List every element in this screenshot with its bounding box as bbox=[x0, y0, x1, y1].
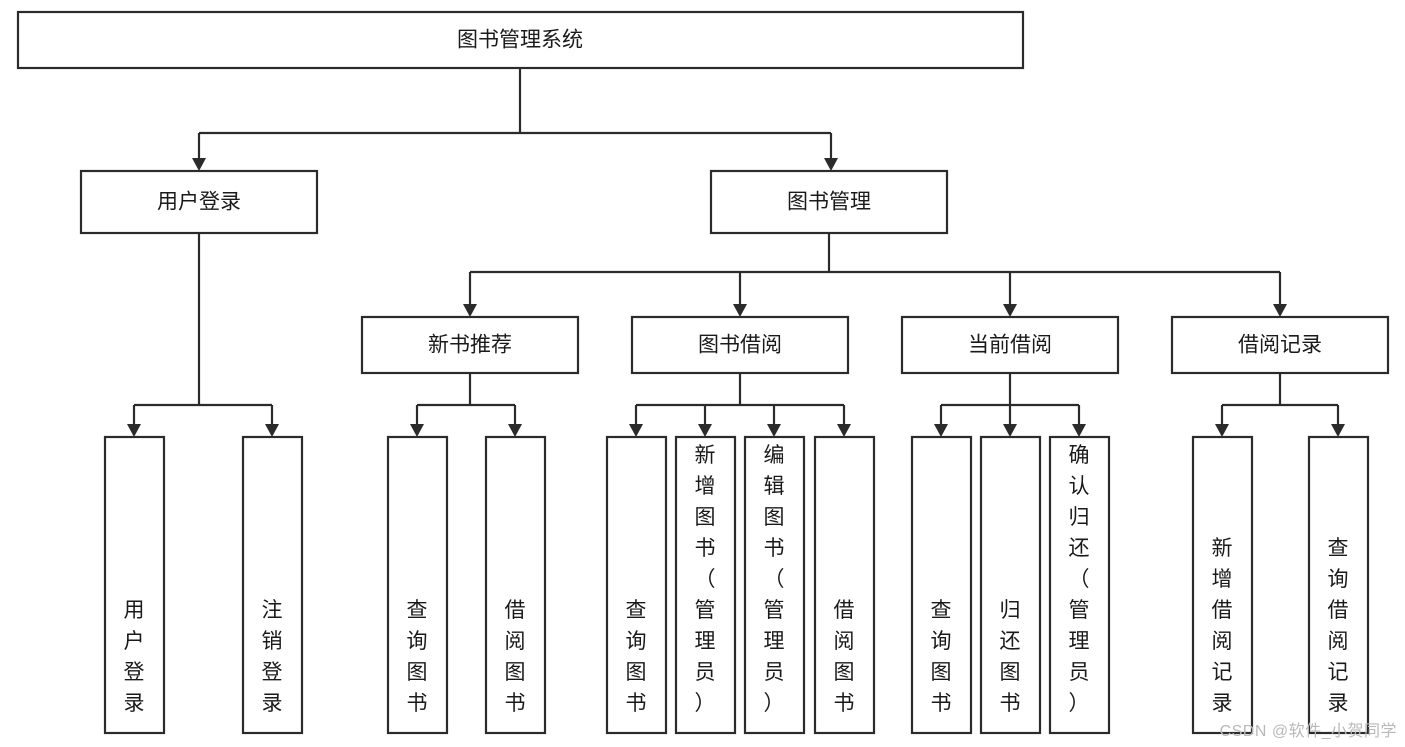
node-leaf-borrow-book-1-label: 借阅图书 bbox=[505, 599, 526, 715]
node-leaf-user-login[interactable]: 用户登录 bbox=[103, 435, 166, 735]
connector-group-book-manage-to-level2 bbox=[463, 233, 1287, 317]
node-leaf-query-book-2[interactable]: 查询图书 bbox=[605, 435, 668, 735]
node-leaf-add-book-label: 新增图书（管理员） bbox=[695, 444, 716, 715]
arrow-to-borrow-record bbox=[1273, 304, 1287, 317]
node-root-system-label: 图书管理系统 bbox=[457, 29, 583, 52]
node-leaf-add-record[interactable]: 新增借阅记录 bbox=[1191, 435, 1254, 735]
node-book-borrow[interactable]: 图书借阅 bbox=[630, 315, 850, 375]
node-root-system[interactable]: 图书管理系统 bbox=[16, 10, 1025, 70]
node-leaf-query-book-2-label: 查询图书 bbox=[626, 599, 647, 715]
arrow-to-leaf-borrow-book-1 bbox=[508, 424, 522, 437]
node-leaf-logout-label: 注销登录 bbox=[262, 599, 283, 715]
arrow-to-book-manage bbox=[824, 158, 838, 171]
node-current-borrow-label: 当前借阅 bbox=[968, 334, 1052, 357]
csdn-watermark: CSDN @软件_小贺同学 bbox=[1219, 723, 1397, 740]
arrow-to-leaf-query-book-3 bbox=[934, 424, 948, 437]
arrow-to-leaf-query-book-2 bbox=[629, 424, 643, 437]
node-borrow-record[interactable]: 借阅记录 bbox=[1170, 315, 1390, 375]
node-leaf-confirm-return[interactable]: 确认归还（管理员） bbox=[1048, 435, 1111, 735]
arrow-to-current-borrow bbox=[1003, 304, 1017, 317]
node-leaf-query-record[interactable]: 查询借阅记录 bbox=[1307, 435, 1370, 735]
arrow-to-leaf-return-book bbox=[1003, 424, 1017, 437]
node-leaf-add-book[interactable]: 新增图书（管理员） bbox=[674, 435, 737, 735]
arrow-to-leaf-borrow-book-2 bbox=[837, 424, 851, 437]
connector-group-current-borrow-to-leaves bbox=[934, 373, 1086, 437]
connector-group-borrow-record-to-leaves bbox=[1215, 373, 1345, 437]
node-book-manage[interactable]: 图书管理 bbox=[709, 169, 949, 235]
arrow-to-new-book-recommend bbox=[463, 304, 477, 317]
connector-group-book-borrow-to-leaves bbox=[629, 373, 851, 437]
node-leaf-borrow-book-2[interactable]: 借阅图书 bbox=[813, 435, 876, 735]
node-leaf-borrow-book-1[interactable]: 借阅图书 bbox=[484, 435, 547, 735]
node-leaf-query-book-1-label: 查询图书 bbox=[407, 599, 428, 715]
arrow-to-leaf-query-record bbox=[1331, 424, 1345, 437]
arrow-to-leaf-edit-book bbox=[767, 424, 781, 437]
node-book-manage-label: 图书管理 bbox=[787, 191, 871, 214]
node-leaf-borrow-book-2-label: 借阅图书 bbox=[834, 599, 855, 715]
node-user-login-label: 用户登录 bbox=[157, 191, 241, 214]
node-leaf-return-book[interactable]: 归还图书 bbox=[979, 435, 1042, 735]
node-leaf-add-record-label: 新增借阅记录 bbox=[1212, 537, 1233, 715]
arrow-to-book-borrow bbox=[733, 304, 747, 317]
arrow-to-leaf-user-login bbox=[127, 424, 141, 437]
node-leaf-confirm-return-label: 确认归还（管理员） bbox=[1069, 444, 1090, 715]
node-leaf-user-login-label: 用户登录 bbox=[124, 599, 145, 715]
node-new-book-recommend-label: 新书推荐 bbox=[428, 334, 512, 357]
connector-group-root-to-level1 bbox=[192, 68, 838, 171]
node-leaf-edit-book-label: 编辑图书（管理员） bbox=[764, 444, 785, 715]
connector-group-new-book-recommend-to-leaves bbox=[410, 373, 522, 437]
node-leaf-query-book-1[interactable]: 查询图书 bbox=[386, 435, 449, 735]
connector-group-user-login-to-leaves bbox=[127, 233, 279, 437]
node-leaf-query-record-label: 查询借阅记录 bbox=[1328, 537, 1349, 715]
node-current-borrow[interactable]: 当前借阅 bbox=[900, 315, 1120, 375]
node-book-borrow-label: 图书借阅 bbox=[698, 334, 782, 357]
arrow-to-leaf-add-record bbox=[1215, 424, 1229, 437]
arrow-to-leaf-add-book bbox=[698, 424, 712, 437]
node-borrow-record-label: 借阅记录 bbox=[1238, 334, 1322, 357]
arrow-to-leaf-logout bbox=[265, 424, 279, 437]
arrow-to-leaf-query-book-1 bbox=[410, 424, 424, 437]
node-leaf-return-book-label: 归还图书 bbox=[1000, 599, 1021, 715]
node-leaf-logout[interactable]: 注销登录 bbox=[241, 435, 304, 735]
node-leaf-query-book-3-label: 查询图书 bbox=[931, 599, 952, 715]
node-leaf-edit-book[interactable]: 编辑图书（管理员） bbox=[743, 435, 806, 735]
node-new-book-recommend[interactable]: 新书推荐 bbox=[360, 315, 580, 375]
arrow-to-user-login bbox=[192, 158, 206, 171]
node-user-login[interactable]: 用户登录 bbox=[79, 169, 319, 235]
arrow-to-leaf-confirm-return bbox=[1072, 424, 1086, 437]
node-leaf-query-book-3[interactable]: 查询图书 bbox=[910, 435, 973, 735]
